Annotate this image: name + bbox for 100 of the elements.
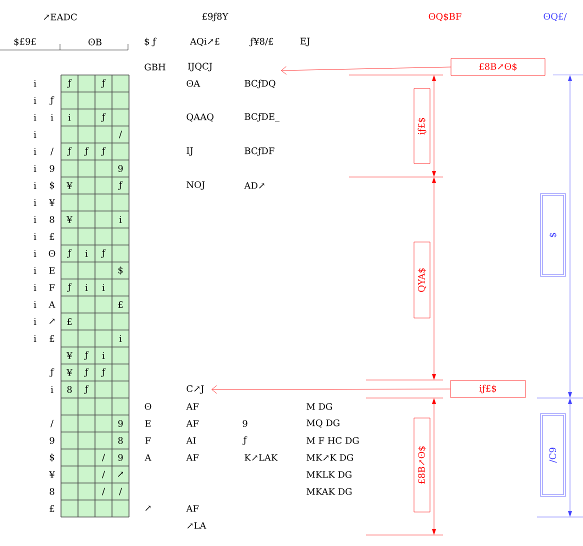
row-marker: i xyxy=(34,165,36,172)
row-label: i xyxy=(50,386,54,393)
row-label: A xyxy=(48,301,56,308)
row-label: ʘ xyxy=(48,250,56,257)
row-marker: i xyxy=(34,182,36,189)
row-label: £ xyxy=(50,233,54,240)
cell-text: / xyxy=(102,470,106,478)
column-text: M DG xyxy=(306,403,332,410)
column-text: BCƒDF xyxy=(244,147,274,156)
cell-text: i xyxy=(85,250,88,257)
dimension-label: $ xyxy=(540,193,566,277)
cell-text: i xyxy=(119,335,122,342)
column-text: A xyxy=(144,454,152,461)
row-marker: i xyxy=(34,301,36,308)
row-marker: i xyxy=(34,80,36,87)
cell-text: ƒ xyxy=(66,283,72,292)
leader-arrow xyxy=(212,385,450,394)
cell-text: ƒ xyxy=(100,147,106,156)
row-label: ¥ xyxy=(49,199,55,206)
column-text: MQ DG xyxy=(306,419,340,428)
cell-text: i xyxy=(85,284,88,291)
cell-text: ƒ xyxy=(84,385,89,394)
column-text: NOJ xyxy=(186,181,205,190)
column-text: M F HC DG xyxy=(306,437,359,444)
cell-text: ¥ xyxy=(66,216,72,223)
column-text: ↗LA xyxy=(187,522,206,529)
column-text: MKAK DG xyxy=(306,488,352,495)
cell-text: 9 xyxy=(118,420,123,427)
row-marker: i xyxy=(34,131,36,138)
column-text: MK↗K DG xyxy=(306,454,353,461)
column-text: AI xyxy=(186,437,196,444)
header-label: ʘB xyxy=(88,38,102,46)
row-marker: i xyxy=(34,114,36,121)
column-text: AD↗ xyxy=(244,182,264,189)
cell-text: 9 xyxy=(118,454,123,461)
row-marker: i xyxy=(34,250,36,257)
row-label: $ xyxy=(50,453,54,462)
cell-text: i xyxy=(102,352,105,359)
cell-text: £ xyxy=(67,318,72,325)
header-label: AQi↗£ xyxy=(190,38,220,46)
row-label: $ xyxy=(50,181,54,190)
row-marker: i xyxy=(34,267,36,274)
column-text: BCƒDE_ xyxy=(244,113,280,122)
row-label: ¥ xyxy=(49,471,55,478)
row-marker: i xyxy=(34,97,36,104)
header-label: £9ƒ8Y xyxy=(202,12,228,22)
leader-arrow xyxy=(281,66,451,75)
cell-text: ƒ xyxy=(100,368,106,377)
cell-text: ƒ xyxy=(66,147,72,156)
dimension-label: /C9 xyxy=(540,413,566,497)
header-label: ʘQ£/ xyxy=(544,12,567,22)
row-label: 8 xyxy=(50,216,54,223)
column-text: 9 xyxy=(242,420,248,427)
header-label: ʘQ$BF xyxy=(428,12,462,22)
column-text: AF xyxy=(186,454,199,461)
header-label: $ ƒ xyxy=(144,38,156,46)
header-label: ƒ¥8/£ xyxy=(249,38,273,46)
row-marker: i xyxy=(34,233,36,240)
cell-text: ¥ xyxy=(66,369,72,376)
dimension-label: iƒ£$ xyxy=(414,88,430,164)
row-label: 9 xyxy=(50,437,54,444)
column-text: IJ xyxy=(186,147,193,156)
row-label: 9 xyxy=(50,165,54,172)
column-text: BCƒDQ xyxy=(244,80,276,88)
cell-text: i xyxy=(102,284,105,291)
cell-text: ƒ xyxy=(84,368,89,377)
column-text: ↗ xyxy=(145,506,150,511)
row-label: i xyxy=(50,114,54,121)
cell-text: ƒ xyxy=(100,249,106,258)
header-label: IJQCJ xyxy=(188,62,212,72)
cell-text: / xyxy=(102,454,106,462)
row-label: E xyxy=(49,267,55,274)
column-text: AF xyxy=(186,420,199,427)
column-text: E xyxy=(145,420,151,427)
row-marker: i xyxy=(34,216,36,223)
cell-text: ƒ xyxy=(66,249,72,258)
row-label: ƒ xyxy=(49,96,54,105)
column-text: AF xyxy=(186,403,199,410)
cell-text: / xyxy=(102,488,106,496)
cell-text: i xyxy=(119,216,122,223)
cell-text: ¥ xyxy=(66,352,72,359)
header-label: EJ xyxy=(300,38,310,46)
cell-text: i xyxy=(68,114,71,121)
row-label: 8 xyxy=(50,488,54,495)
row-label: ƒ xyxy=(49,368,54,377)
dimension-label: QYA$ xyxy=(414,242,430,318)
cell-text: 8 xyxy=(118,437,123,444)
row-label: ↗ xyxy=(49,318,54,324)
column-text: ʘA xyxy=(186,80,200,87)
dimension-label: £8B↗ʘ$ xyxy=(414,418,430,512)
header-label: $£9£ xyxy=(14,38,36,46)
cell-text: ƒ xyxy=(100,113,106,122)
cell-text: ¥ xyxy=(66,182,72,189)
row-label: / xyxy=(50,148,54,156)
column-text: C↗J xyxy=(186,385,204,394)
cell-text: ƒ xyxy=(118,181,123,190)
column-text: ʘ xyxy=(144,403,152,410)
column-text: ƒ xyxy=(242,436,248,445)
cell-text: ƒ xyxy=(84,351,89,360)
cell-text: / xyxy=(118,488,122,496)
